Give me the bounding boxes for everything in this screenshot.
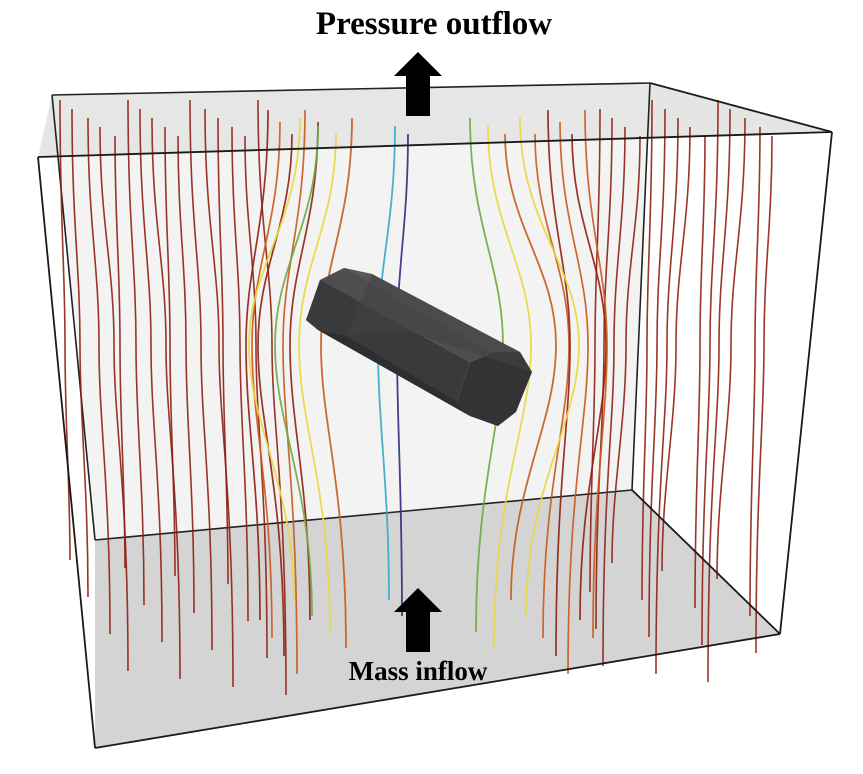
streamline <box>611 135 641 564</box>
streamline <box>251 121 281 639</box>
prism-lower-face <box>318 330 498 426</box>
streamline <box>114 135 126 569</box>
streamline <box>716 117 746 580</box>
streamline <box>189 99 213 651</box>
streamline <box>217 117 229 585</box>
streamline <box>504 133 557 601</box>
streamline <box>755 135 773 654</box>
streamline <box>248 117 301 601</box>
streamline <box>177 135 195 614</box>
streamline <box>139 108 163 643</box>
up-arrow-icon <box>394 52 442 116</box>
streamline <box>282 109 306 675</box>
up-arrow-icon <box>394 588 442 652</box>
streamline <box>59 99 71 561</box>
streamline <box>547 109 571 657</box>
streamline <box>707 108 731 683</box>
streamline <box>274 125 319 617</box>
streamline <box>641 99 653 601</box>
streamline <box>749 126 761 617</box>
streamlines <box>59 99 773 696</box>
streamline <box>257 133 293 657</box>
streamline <box>245 109 269 621</box>
streamline <box>595 117 613 630</box>
box-front-edges <box>37 82 833 749</box>
particle-prism <box>306 268 532 426</box>
streamline <box>298 133 337 633</box>
streamline <box>648 108 666 638</box>
streamline <box>151 117 181 680</box>
streamline <box>519 117 580 617</box>
streamline <box>204 108 234 688</box>
box-back-edges <box>51 82 651 541</box>
streamline <box>661 126 691 572</box>
streamline <box>589 108 601 593</box>
streamline <box>584 109 608 639</box>
streamline <box>694 135 706 609</box>
prism-far-end <box>456 352 532 426</box>
streamline <box>487 125 532 649</box>
mass-inflow-label: Mass inflow <box>348 656 488 686</box>
streamline <box>127 99 145 606</box>
streamline <box>559 121 589 675</box>
streamline <box>71 108 89 598</box>
streamline <box>701 99 719 646</box>
prism-right-face <box>346 274 532 372</box>
streamline <box>164 126 176 577</box>
streamline <box>320 117 353 649</box>
pressure-outflow-label: Pressure outflow <box>315 6 553 42</box>
streamline <box>289 121 319 621</box>
streamline <box>534 133 570 639</box>
streamline <box>244 135 268 659</box>
streamline <box>655 117 679 675</box>
streamline <box>87 117 111 635</box>
prism-side-face <box>306 280 470 416</box>
streamline <box>571 133 607 621</box>
streamline <box>231 126 249 622</box>
streamline <box>602 126 626 667</box>
